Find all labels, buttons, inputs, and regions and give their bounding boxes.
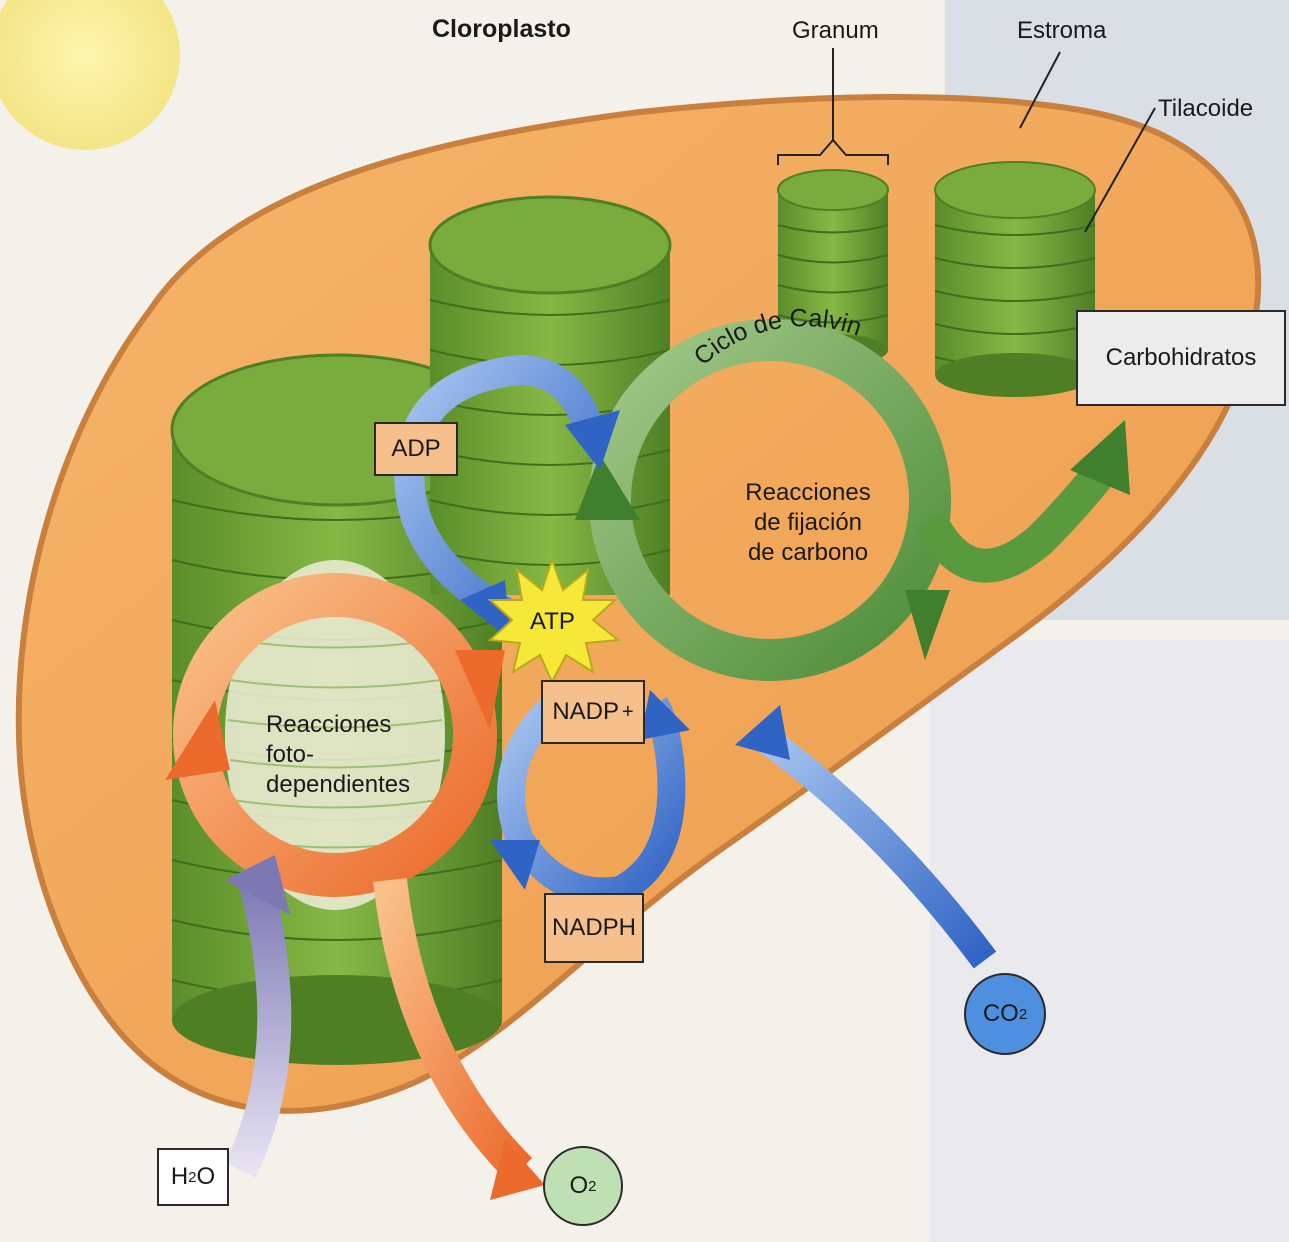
light-reactions-line-3: dependientes bbox=[266, 770, 416, 800]
nadp-plus-box: NADP+ bbox=[541, 680, 645, 744]
adp-label: ADP bbox=[391, 435, 440, 463]
dark-reactions-line-3: de carbono bbox=[733, 538, 883, 568]
h2o-label-h: H bbox=[171, 1163, 188, 1191]
dark-reactions-line-2: de fijación bbox=[733, 508, 883, 538]
estroma-label: Estroma bbox=[1017, 16, 1106, 46]
o2-subscript: 2 bbox=[588, 1178, 596, 1195]
light-reactions-line-1: Reacciones bbox=[266, 710, 416, 740]
nadp-plus-label: NADP bbox=[552, 698, 619, 726]
carbohidratos-label: Carbohidratos bbox=[1106, 344, 1257, 372]
h2o-label-o: O bbox=[197, 1163, 216, 1191]
nadph-box: NADPH bbox=[544, 893, 644, 963]
nadph-label: NADPH bbox=[552, 914, 636, 942]
co2-subscript: 2 bbox=[1019, 1006, 1027, 1023]
light-reactions-line-2: foto- bbox=[266, 740, 416, 770]
carbohidratos-box: Carbohidratos bbox=[1076, 310, 1286, 406]
light-reactions-label: Reacciones foto- dependientes bbox=[266, 710, 416, 800]
o2-label: O bbox=[569, 1172, 588, 1200]
nadp-plus-sign: + bbox=[622, 701, 634, 724]
dark-reactions-label: Reacciones de fijación de carbono bbox=[733, 478, 883, 568]
dark-reactions-line-1: Reacciones bbox=[733, 478, 883, 508]
adp-box: ADP bbox=[374, 422, 458, 476]
tilacoide-label: Tilacoide bbox=[1158, 94, 1253, 124]
granum-label: Granum bbox=[792, 16, 879, 46]
granum-stack-right bbox=[935, 162, 1095, 397]
chloroplast-title: Cloroplasto bbox=[432, 14, 571, 45]
atp-label: ATP bbox=[530, 607, 575, 637]
h2o-subscript: 2 bbox=[188, 1169, 196, 1186]
co2-label: CO bbox=[983, 1000, 1019, 1028]
